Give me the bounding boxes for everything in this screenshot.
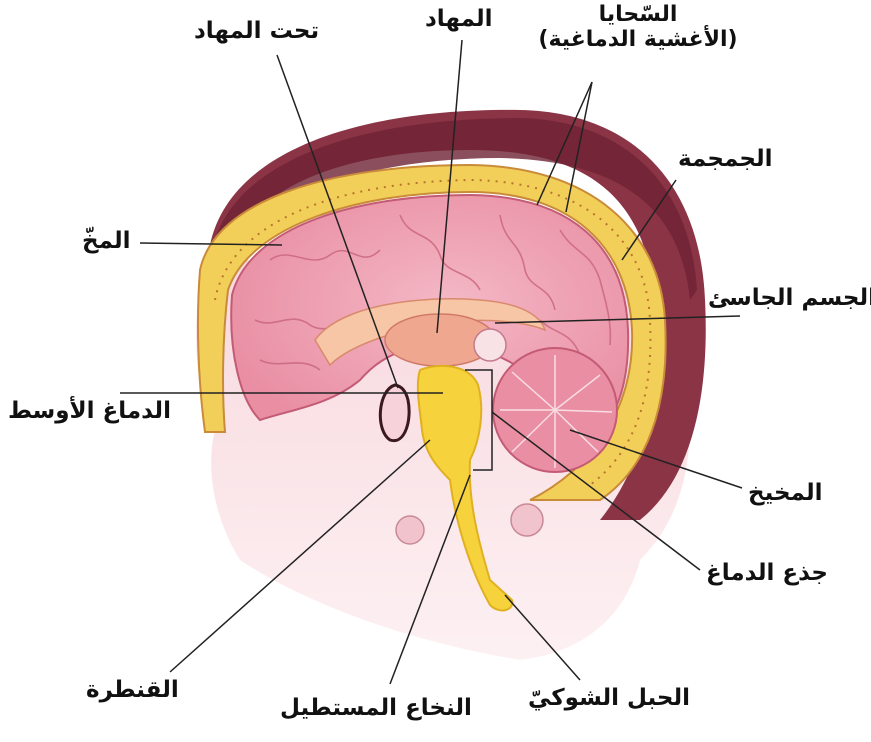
label-thalamus: المهاد — [425, 6, 493, 32]
label-pons: القنطرة — [86, 677, 179, 703]
label-cerebellum: المخيخ — [748, 480, 822, 506]
label-brainstem: جذع الدماغ — [706, 560, 828, 586]
label-spinal-cord: الحبل الشوكيّ — [528, 685, 690, 711]
label-skull: الجمجمة — [678, 146, 772, 172]
neck-structure-left — [396, 516, 424, 544]
label-meninges-line2: (الأغشية الدماغية) — [538, 27, 738, 52]
label-meninges-line1: السّحايا — [538, 2, 738, 27]
neck-structure-right — [511, 504, 543, 536]
label-cerebrum: المخّ — [82, 228, 131, 254]
label-medulla: النخاع المستطيل — [280, 695, 472, 721]
label-hypothalamus: تحت المهاد — [194, 18, 319, 44]
label-meninges: السّحايا (الأغشية الدماغية) — [538, 2, 738, 53]
pineal-region — [474, 329, 506, 361]
label-midbrain: الدماغ الأوسط — [8, 398, 171, 424]
label-corpus-callosum: الجسم الجاسئ — [708, 285, 871, 311]
